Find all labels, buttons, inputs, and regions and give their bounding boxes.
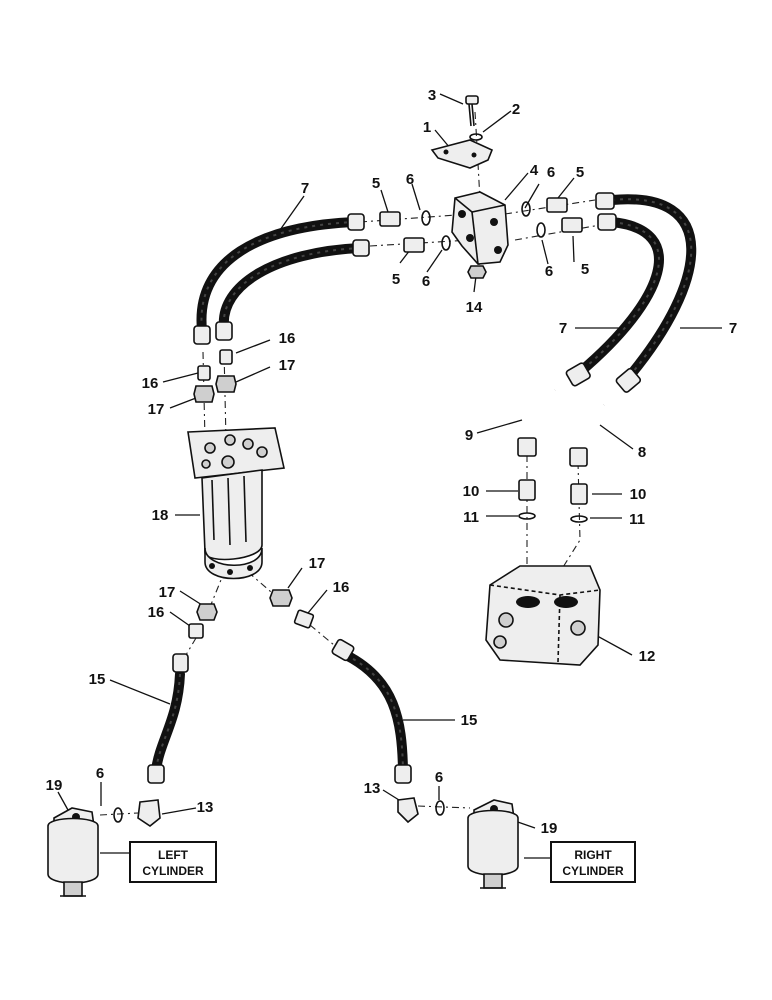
right-cylinder-label-line1: RIGHT: [574, 848, 612, 862]
callout-15: 15: [89, 671, 106, 688]
right-cylinder-19: [467, 799, 519, 889]
part-callouts: 3 2 1 4 5 6 7 5 6 5 6 6 5 14 7 7 16 16 1…: [46, 87, 738, 837]
callout-8: 8: [638, 444, 646, 461]
callout-5: 5: [392, 271, 400, 288]
callout-17: 17: [309, 555, 326, 572]
left-cylinder-19: [47, 807, 99, 897]
mounting-hardware: [430, 95, 494, 169]
callout-15: 15: [461, 712, 478, 729]
callout-19: 19: [541, 820, 558, 837]
callout-11: 11: [629, 511, 645, 528]
callout-12: 12: [639, 648, 656, 665]
callout-6: 6: [422, 273, 430, 290]
callout-16: 16: [142, 375, 159, 392]
hoses: [151, 194, 697, 775]
leader-lines: [57, 93, 722, 859]
right-cylinder-label-line2: CYLINDER: [562, 864, 624, 878]
adapters-and-o-rings: [379, 197, 583, 253]
callout-16: 16: [333, 579, 350, 596]
callout-16: 16: [279, 330, 296, 347]
callout-6: 6: [435, 769, 443, 786]
callout-10: 10: [630, 486, 647, 503]
callout-4: 4: [530, 162, 539, 179]
callout-6: 6: [406, 171, 414, 188]
callout-7: 7: [559, 320, 567, 337]
valve-block-4: [451, 191, 509, 279]
callout-6: 6: [547, 164, 555, 181]
callout-16: 16: [148, 604, 165, 621]
callout-13: 13: [364, 780, 381, 797]
lower-swivel-fittings: [188, 589, 315, 639]
callout-6: 6: [545, 263, 553, 280]
o-ring-ticks: [100, 782, 440, 806]
left-cylinder-label-line2: CYLINDER: [142, 864, 204, 878]
callout-1: 1: [423, 119, 431, 136]
callout-10: 10: [463, 483, 480, 500]
callout-6: 6: [96, 765, 104, 782]
callout-13: 13: [197, 799, 214, 816]
left-cylinder-label-line1: LEFT: [158, 848, 189, 862]
hose-end-fittings: [147, 192, 642, 784]
callout-17: 17: [148, 401, 165, 418]
callout-17: 17: [279, 357, 296, 374]
callout-14: 14: [466, 299, 483, 316]
callout-5: 5: [372, 175, 380, 192]
callout-11: 11: [463, 509, 479, 526]
callout-7: 7: [301, 180, 309, 197]
callout-18: 18: [152, 507, 169, 524]
callout-7: 7: [729, 320, 737, 337]
callout-17: 17: [159, 584, 176, 601]
cylinder-elbows: [113, 797, 445, 827]
swivel-unit-18: [187, 349, 285, 580]
callout-19: 19: [46, 777, 63, 794]
steel-tubes: [517, 387, 606, 467]
callout-9: 9: [465, 427, 473, 444]
left-cylinder-label: LEFT CYLINDER: [129, 841, 217, 883]
control-valve-12: [485, 479, 601, 666]
callout-3: 2: [512, 101, 520, 118]
callout-5: 5: [576, 164, 584, 181]
callout-2: 3: [428, 87, 436, 104]
right-cylinder-label: RIGHT CYLINDER: [550, 841, 636, 883]
callout-5: 5: [581, 261, 589, 278]
